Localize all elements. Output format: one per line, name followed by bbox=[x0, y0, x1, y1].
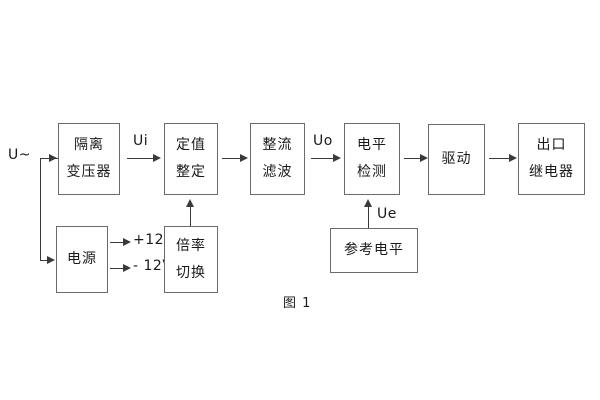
block-multiplier-switch-line-1: 倍率 bbox=[176, 237, 206, 254]
connector-multiplier-to-setting bbox=[190, 206, 191, 226]
arrowhead-to-isolation-transformer bbox=[49, 153, 57, 162]
arrowhead-to-power-supply bbox=[47, 255, 55, 264]
block-rectify-filter-line-2: 滤波 bbox=[262, 164, 293, 180]
block-isolation-transformer-line-2: 变压器 bbox=[66, 164, 112, 180]
block-isolation-transformer-line-1: 隔离 bbox=[74, 137, 104, 154]
block-output-relay[interactable]: 出口 继电器 bbox=[518, 123, 585, 195]
block-reference-level-line-1: 参考电平 bbox=[344, 242, 404, 259]
block-level-detection[interactable]: 电平 检测 bbox=[344, 123, 400, 195]
block-rectify-filter[interactable]: 整流 滤波 bbox=[250, 123, 305, 195]
connector-drive-to-relay bbox=[489, 158, 511, 159]
signal-label-uo: Uo bbox=[313, 133, 333, 149]
signal-label-ue: Ue bbox=[377, 206, 397, 222]
source-label-u-ac: U~ bbox=[8, 147, 31, 163]
rail-label-negative: - 12V bbox=[133, 258, 173, 274]
block-setting-value-line-1: 定值 bbox=[176, 137, 206, 154]
block-reference-level[interactable]: 参考电平 bbox=[330, 228, 418, 273]
block-output-relay-line-1: 出口 bbox=[536, 137, 567, 154]
arrowhead-multiplier-to-setting bbox=[186, 199, 194, 207]
connector-rectify-to-level bbox=[311, 158, 335, 159]
connector-setting-to-rectify bbox=[222, 158, 242, 159]
block-setting-value[interactable]: 定值 整定 bbox=[164, 123, 218, 195]
connector-rail-negative bbox=[110, 268, 125, 269]
block-drive-line-1: 驱动 bbox=[441, 151, 472, 168]
arrowhead-setting-to-rectify bbox=[240, 153, 248, 162]
block-multiplier-switch[interactable]: 倍率 切换 bbox=[164, 226, 218, 293]
block-level-detection-line-2: 检测 bbox=[357, 164, 387, 180]
block-level-detection-line-1: 电平 bbox=[357, 137, 387, 154]
block-rectify-filter-line-1: 整流 bbox=[262, 137, 293, 154]
arrowhead-rail-positive bbox=[123, 237, 131, 246]
figure-caption: 图 1 bbox=[283, 296, 312, 311]
connector-source-vertical-bus bbox=[40, 158, 41, 260]
connector-level-to-drive bbox=[404, 158, 422, 159]
block-isolation-transformer[interactable]: 隔离 变压器 bbox=[58, 123, 120, 195]
arrowhead-rectify-to-level bbox=[333, 153, 341, 162]
connector-reference-to-level bbox=[368, 206, 369, 228]
connector-bus-to-power-supply bbox=[40, 260, 49, 261]
arrowhead-rail-negative bbox=[123, 263, 131, 272]
block-power-supply[interactable]: 电源 bbox=[56, 226, 108, 293]
rail-label-positive: +12V bbox=[133, 232, 175, 248]
arrowhead-reference-to-level bbox=[364, 199, 372, 207]
connector-rail-positive bbox=[110, 242, 125, 243]
block-drive[interactable]: 驱动 bbox=[428, 124, 485, 195]
connector-bus-to-isolation-transformer bbox=[40, 158, 51, 159]
arrowhead-isolation-to-setting bbox=[153, 153, 161, 162]
signal-label-ui: Ui bbox=[133, 133, 149, 149]
block-output-relay-line-2: 继电器 bbox=[529, 164, 574, 180]
arrowhead-level-to-drive bbox=[420, 153, 428, 162]
arrowhead-drive-to-relay bbox=[509, 153, 517, 162]
block-power-supply-line-1: 电源 bbox=[67, 251, 97, 268]
block-multiplier-switch-line-2: 切换 bbox=[176, 264, 206, 281]
connector-isolation-to-setting bbox=[127, 158, 155, 159]
block-setting-value-line-2: 整定 bbox=[176, 164, 206, 180]
